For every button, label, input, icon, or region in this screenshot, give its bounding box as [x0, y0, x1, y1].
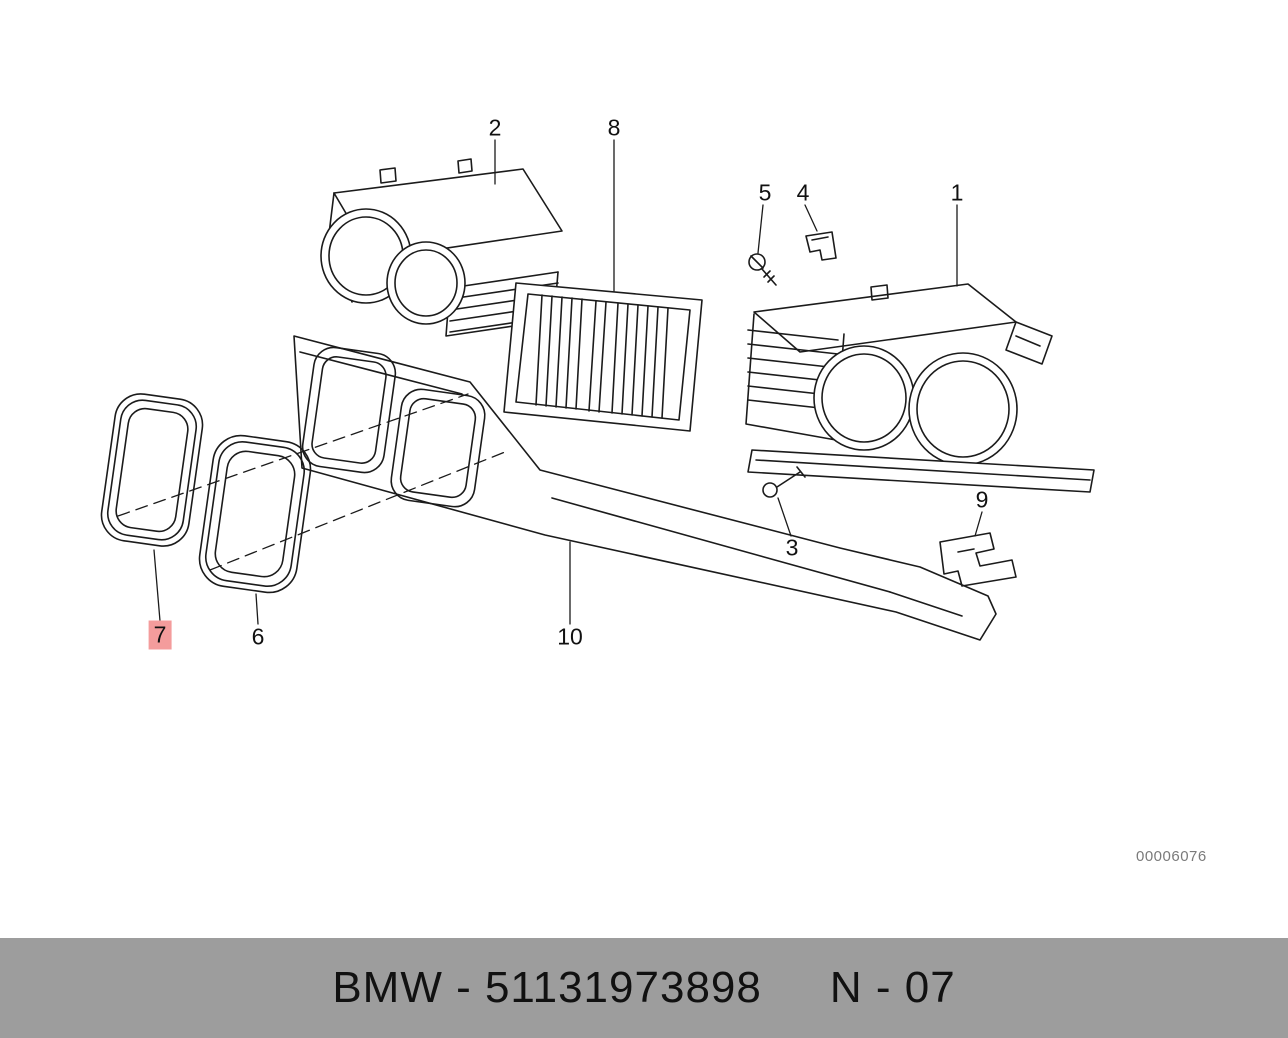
- leader-line-9: [974, 511, 983, 537]
- exploded-view-drawing: [100, 139, 1095, 641]
- footer-catalog-code: N - 07: [829, 963, 956, 1012]
- callout-7-highlighted[interactable]: 7: [148, 620, 172, 650]
- part-8-center-grille: [503, 282, 703, 432]
- part-7-kidney-frame-left: [100, 393, 204, 547]
- assembly-axis-dashed-lines: [117, 393, 506, 571]
- leader-line-4: [804, 204, 818, 232]
- leader-line-7: [153, 549, 161, 622]
- callout-9[interactable]: 9: [975, 486, 989, 513]
- watermark-number: 00006076: [1136, 848, 1207, 865]
- part-3-rivet: [762, 466, 806, 498]
- part-5-screw: [748, 253, 777, 286]
- part-4-clip: [805, 231, 837, 261]
- part-9-bracket: [939, 532, 1017, 587]
- callout-2[interactable]: 2: [488, 114, 502, 141]
- callout-1[interactable]: 1: [950, 179, 964, 206]
- callout-5[interactable]: 5: [758, 179, 772, 206]
- footer-bar: BMW - 51131973898 N - 07: [0, 938, 1288, 1038]
- footer-part-number: BMW - 51131973898: [332, 963, 762, 1012]
- part-6-kidney-frame-right: [198, 434, 312, 594]
- part-10-center-trim-panel: [293, 335, 997, 641]
- callout-8[interactable]: 8: [607, 114, 621, 141]
- leader-line-5: [757, 204, 764, 254]
- callout-4[interactable]: 4: [796, 179, 810, 206]
- callout-3[interactable]: 3: [785, 534, 799, 561]
- part-1-headlight-shell-right: [745, 283, 1095, 493]
- callout-10[interactable]: 10: [557, 623, 583, 650]
- leader-lines: [153, 139, 983, 625]
- leader-line-3: [777, 497, 792, 537]
- leader-line-6: [255, 593, 259, 625]
- callout-6[interactable]: 6: [251, 623, 265, 650]
